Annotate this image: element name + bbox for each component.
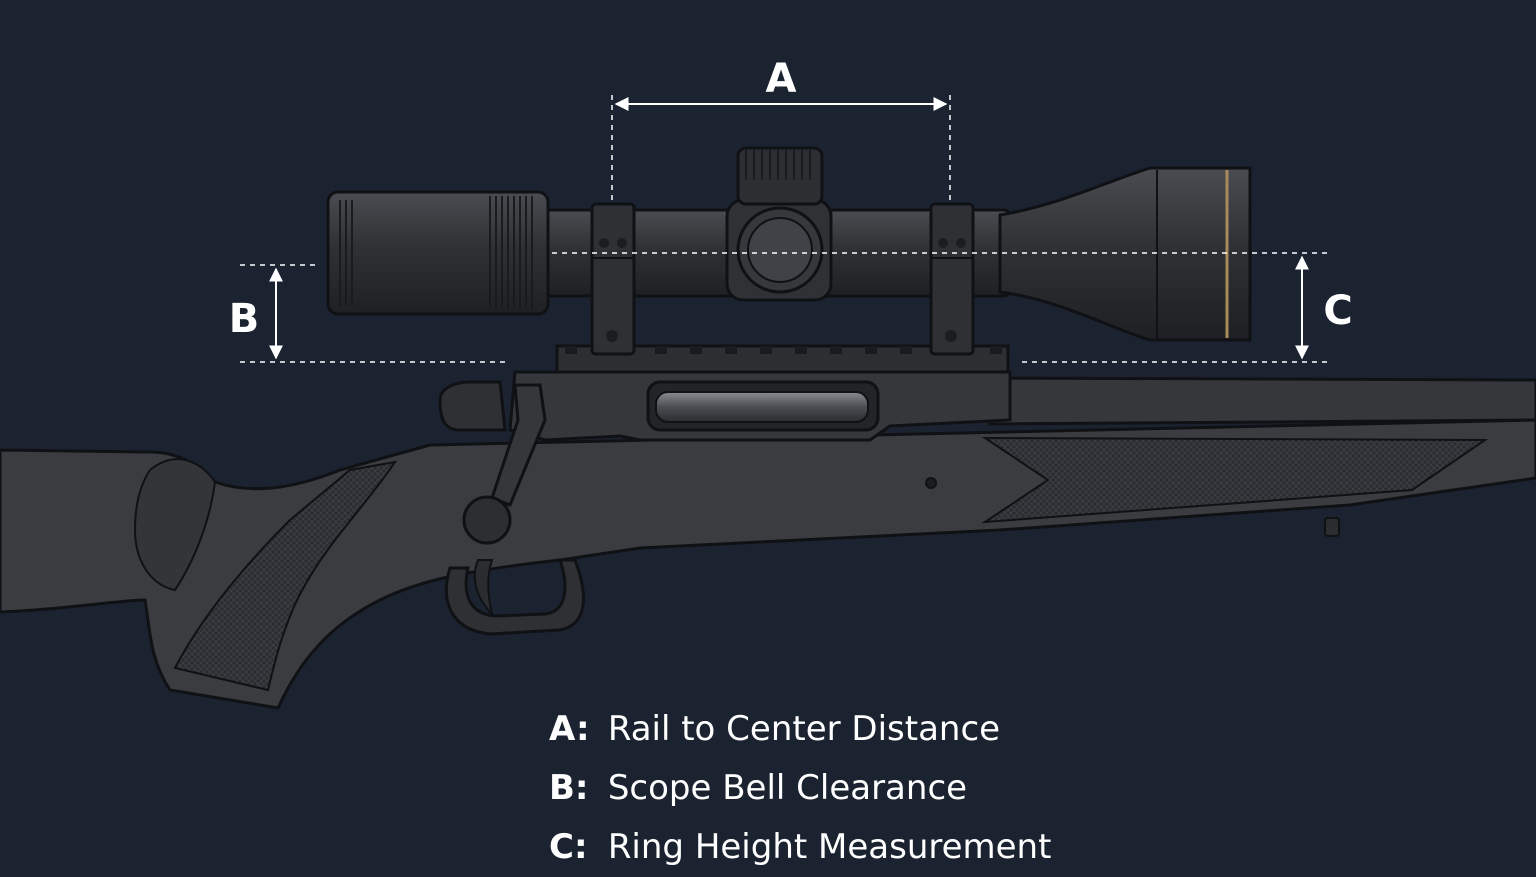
rail-slots (565, 346, 1002, 354)
windage-turret-cap (747, 217, 813, 283)
dim-c-label: C (1323, 288, 1352, 334)
legend-text: Rail to Center Distance (607, 709, 1001, 749)
grip-checkering (173, 460, 398, 692)
legend-key: B: (549, 768, 589, 808)
eyepiece-knurling (339, 196, 533, 310)
rear-ring (929, 202, 975, 356)
objective-bell (998, 166, 1252, 342)
barrel (988, 376, 1536, 426)
legend-key: C: (549, 827, 588, 867)
forend-checkering (981, 436, 1489, 524)
legend-text: Scope Bell Clearance (607, 768, 968, 808)
trigger-guard (444, 558, 585, 636)
trigger (473, 559, 494, 618)
bolt-body (655, 391, 869, 423)
bolt-shroud (438, 380, 507, 432)
bolt-handle (490, 383, 547, 507)
dim-a-label: A (766, 56, 797, 102)
picatinny-rail (555, 344, 1010, 374)
rifle (0, 344, 1536, 710)
legend-item-a: A: Rail to Center Distance (549, 700, 1051, 759)
dim-b-label: B (229, 296, 260, 342)
elevation-turret-knurling (745, 150, 811, 180)
legend-text: Ring Height Measurement (607, 827, 1052, 867)
cheek-recess (133, 458, 217, 592)
sling-stud (1324, 517, 1340, 537)
stock-pin (925, 477, 937, 489)
legend-item-b: B: Scope Bell Clearance (549, 759, 1051, 818)
legend-item-c: C: Ring Height Measurement (549, 818, 1051, 877)
bolt-knob (462, 495, 512, 545)
legend-key: A: (549, 709, 590, 749)
front-ring (590, 202, 636, 356)
scope (326, 146, 1252, 356)
dimension-guides (240, 95, 1330, 363)
legend: A: Rail to Center Distance B: Scope Bell… (549, 700, 1051, 877)
eyepiece (326, 190, 550, 316)
